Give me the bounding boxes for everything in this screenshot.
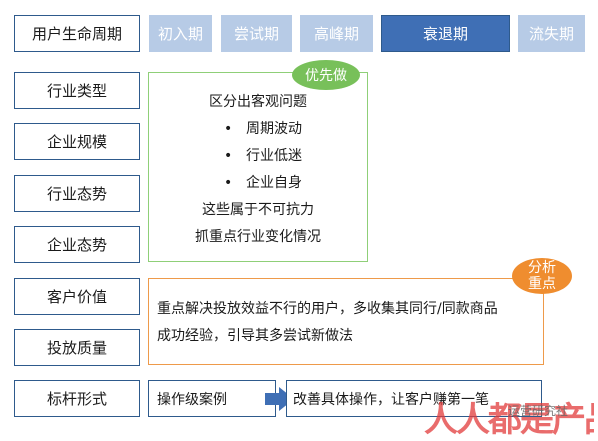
stage-peak[interactable]: 高峰期 <box>300 15 373 52</box>
analysis-line-2: 成功经验，引导其多尝试新做法 <box>157 328 353 344</box>
stage-initial[interactable]: 初入期 <box>149 15 212 52</box>
priority-line-2: 抓重点行业变化情况 <box>195 229 321 245</box>
stage-trial[interactable]: 尝试期 <box>221 15 292 52</box>
analysis-box: 重点解决投放效益不行的用户，多收集其同行/同款商品 成功经验，引导其多尝试新做法 <box>148 278 544 365</box>
watermark-small-text: 运营研究社 <box>508 404 569 418</box>
analysis-badge-line-1: 分析 <box>528 260 556 276</box>
priority-line-1: 这些属于不可抗力 <box>202 202 314 218</box>
priority-title: 区分出客观问题 <box>209 94 307 110</box>
priority-content: 区分出客观问题 周期波动 行业低迷 企业自身 这些属于不可抗力 抓重点行业变化情… <box>149 89 367 251</box>
label-ad-quality: 投放质量 <box>14 329 140 366</box>
priority-badge: 优先做 <box>292 60 360 90</box>
watermark-logo: 人人都是产品经理 <box>424 400 594 440</box>
case-label: 操作级案例 <box>148 380 276 417</box>
analysis-badge-line-2: 重点 <box>528 276 556 292</box>
label-industry-type: 行业类型 <box>14 72 140 109</box>
priority-bullet-1: 周期波动 <box>149 116 367 143</box>
right-arrow-icon <box>265 387 294 411</box>
analysis-badge: 分析 重点 <box>512 258 572 294</box>
lifecycle-label: 用户生命周期 <box>14 15 140 52</box>
priority-box: 区分出客观问题 周期波动 行业低迷 企业自身 这些属于不可抗力 抓重点行业变化情… <box>148 72 368 262</box>
analysis-text: 重点解决投放效益不行的用户，多收集其同行/同款商品 成功经验，引导其多尝试新做法 <box>157 296 498 350</box>
priority-bullet-3: 企业自身 <box>149 170 367 197</box>
label-company-trend: 企业态势 <box>14 226 140 263</box>
priority-bullet-2: 行业低迷 <box>149 143 367 170</box>
label-company-size: 企业规模 <box>14 123 140 160</box>
label-industry-trend: 行业态势 <box>14 175 140 212</box>
label-benchmark-form: 标杆形式 <box>14 380 140 417</box>
analysis-line-1: 重点解决投放效益不行的用户，多收集其同行/同款商品 <box>157 301 498 317</box>
stage-churn[interactable]: 流失期 <box>518 15 585 52</box>
label-customer-value: 客户价值 <box>14 278 140 315</box>
result-box: 改善具体操作，让客户赚第一笔 <box>286 380 542 417</box>
stage-decline[interactable]: 衰退期 <box>381 15 510 52</box>
